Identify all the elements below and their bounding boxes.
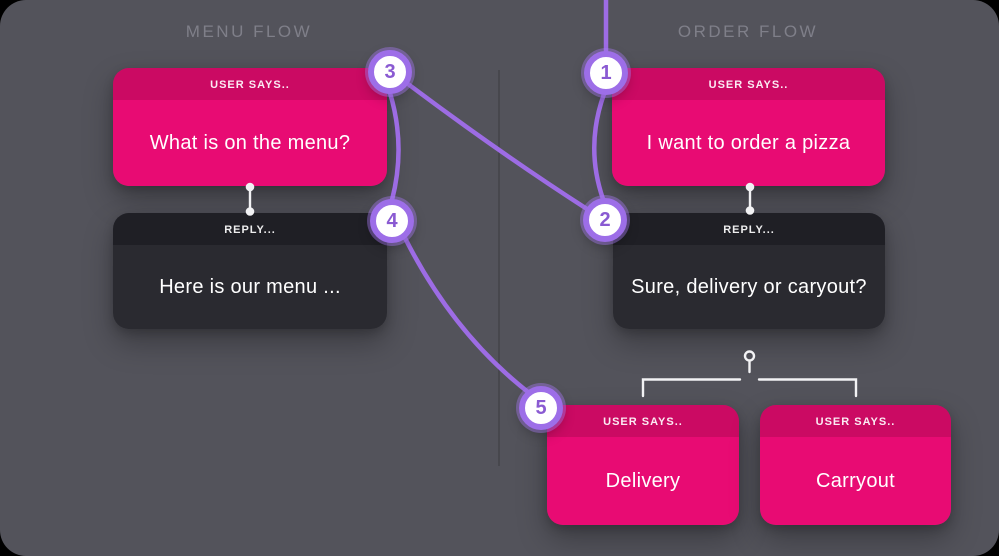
branch-anchor-ring — [743, 350, 756, 362]
card-message-text: What is on the menu? — [113, 100, 387, 186]
step-number: 2 — [599, 209, 611, 231]
link-4-to-5 — [402, 235, 531, 395]
card-menu-reply[interactable]: REPLY... Here is our menu ... — [113, 213, 387, 329]
step-marker-1[interactable]: 1 — [584, 51, 628, 95]
card-message-text: I want to order a pizza — [612, 100, 885, 186]
step-number: 4 — [386, 210, 398, 232]
link-3-to-4 — [387, 90, 401, 203]
card-header-label: REPLY... — [113, 213, 387, 245]
card-order-reply[interactable]: REPLY... Sure, delivery or caryout? — [613, 213, 885, 329]
step-marker-4[interactable]: 4 — [370, 199, 414, 243]
flow-divider — [498, 70, 500, 466]
step-number: 3 — [384, 61, 396, 83]
step-marker-2[interactable]: 2 — [583, 198, 627, 242]
card-carryout-option[interactable]: USER SAYS.. Carryout — [760, 405, 951, 525]
step-marker-3[interactable]: 3 — [368, 50, 412, 94]
card-delivery-option[interactable]: USER SAYS.. Delivery — [547, 405, 739, 525]
card-header-label: USER SAYS.. — [760, 405, 951, 437]
step-number: 5 — [535, 397, 547, 419]
card-order-user-says[interactable]: USER SAYS.. I want to order a pizza — [612, 68, 885, 186]
order-flow-title: ORDER FLOW — [677, 22, 819, 41]
menu-flow-title: MENU FLOW — [185, 22, 313, 41]
branch-right-bracket — [757, 378, 858, 398]
card-header-label: USER SAYS.. — [612, 68, 885, 100]
link-1-to-2 — [592, 91, 607, 202]
card-message-text: Delivery — [547, 437, 739, 525]
card-menu-user-says[interactable]: USER SAYS.. What is on the menu? — [113, 68, 387, 186]
card-header-label: REPLY... — [613, 213, 885, 245]
card-header-label: USER SAYS.. — [547, 405, 739, 437]
step-number: 1 — [600, 62, 612, 84]
card-header-label: USER SAYS.. — [113, 68, 387, 100]
step-marker-5[interactable]: 5 — [519, 386, 563, 430]
branch-left-bracket — [641, 378, 742, 398]
card-message-text: Here is our menu ... — [113, 245, 387, 329]
card-message-text: Sure, delivery or caryout? — [613, 245, 885, 329]
card-message-text: Carryout — [760, 437, 951, 525]
